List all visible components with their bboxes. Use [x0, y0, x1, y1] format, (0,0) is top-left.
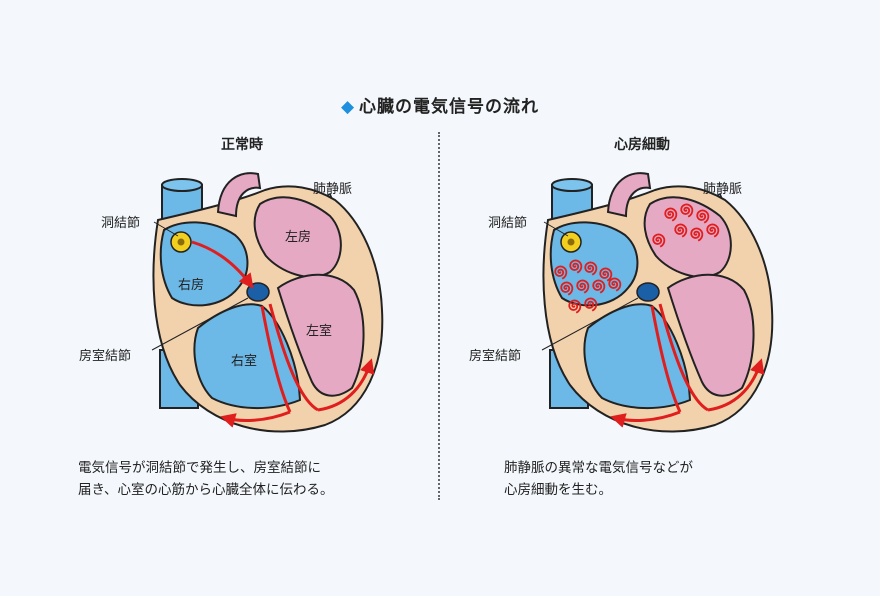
left-ventricle: [666, 273, 755, 397]
sa-node-center: [567, 238, 575, 246]
right-ventricle: [583, 303, 692, 409]
right-atrium-chaotic-signal: [599, 267, 613, 282]
left-atrium-chaotic-signal: [652, 233, 666, 248]
afib-heart-illustration: [541, 172, 774, 433]
left-atrium-chaotic-signal: [696, 209, 710, 224]
right-atrium-chaotic-signal: [584, 261, 598, 276]
panel-divider: [438, 132, 440, 500]
normal-av-node-label: 房室結節: [79, 349, 132, 364]
diamond-icon: ◆: [340, 97, 356, 117]
av-node-leader-line: [541, 297, 639, 351]
right-atrium-chaotic-signal: [584, 297, 598, 312]
right-ventricle: [193, 303, 302, 409]
diagram-title: ◆心臓の電気信号の流れ: [0, 92, 880, 117]
left-atrium-label: 左房: [285, 230, 312, 245]
left-ventricle-label: 左室: [306, 324, 333, 339]
left-atrium-chaotic-signal: [706, 223, 720, 238]
left-atrium: [253, 196, 342, 278]
left-atrium-chaotic-signal: [680, 203, 694, 218]
right-atrium-chaotic-signal: [569, 259, 583, 274]
afib-av-node-label: 房室結節: [469, 349, 522, 364]
right-atrium-chaotic-signal: [554, 265, 568, 280]
left-ventricle: [276, 273, 365, 397]
signal-arrow-left: [610, 410, 681, 428]
normal-sa-node-label: 洞結節: [101, 216, 141, 231]
normal-panel-heading: 正常時: [221, 137, 263, 153]
sa-node-center: [177, 238, 185, 246]
normal-caption-line-2: 届き、心室の心筋から心臓全体に伝わる。: [78, 482, 334, 498]
av-node: [636, 282, 660, 302]
left-bundle-fiber: [650, 305, 682, 413]
afib-caption: 肺静脈の異常な電気信号などが 心房細動を生む。: [504, 457, 693, 501]
signal-arrow-right: [317, 358, 375, 412]
afib-pulmonary-vein-label: 肺静脈: [703, 182, 743, 197]
right-atrium-label: 右房: [178, 278, 205, 293]
signal-arrow-right: [707, 358, 765, 412]
sa-to-av-signal-arrow: [191, 240, 254, 289]
right-atrium-chaotic-signal: [560, 281, 574, 296]
diagram-title-text: 心臓の電気信号の流れ: [359, 97, 540, 117]
afib-caption-line-2: 心房細動を生む。: [504, 482, 612, 498]
left-atrium-chaotic-signal: [664, 207, 678, 222]
av-node-leader-line: [151, 297, 249, 351]
signal-arrow-left: [220, 410, 291, 428]
right-atrium-chaotic-signal: [568, 299, 582, 314]
left-atrium-chaotic-signal: [690, 227, 704, 242]
aorta: [606, 172, 652, 218]
normal-pulmonary-vein-label: 肺静脈: [313, 182, 353, 197]
afib-sa-node-label: 洞結節: [488, 216, 528, 231]
sa-node-leader-line: [153, 221, 179, 237]
vena-cava-opening: [551, 178, 593, 192]
right-bundle-fiber: [268, 303, 319, 412]
normal-caption-line-1: 電気信号が洞結節で発生し、房室結節に: [78, 460, 321, 476]
aorta: [216, 172, 262, 218]
sa-node-leader-line: [543, 221, 569, 237]
right-ventricle-label: 右室: [231, 354, 258, 369]
normal-heart-illustration: [151, 172, 384, 433]
afib-caption-line-1: 肺静脈の異常な電気信号などが: [504, 460, 693, 476]
normal-caption: 電気信号が洞結節で発生し、房室結節に 届き、心室の心筋から心臓全体に伝わる。: [78, 457, 334, 501]
left-bundle-fiber: [260, 305, 292, 413]
av-node: [246, 282, 270, 302]
right-atrium-chaotic-signal: [576, 279, 590, 294]
right-atrium-chaotic-signal: [592, 279, 606, 294]
vena-cava-opening: [161, 178, 203, 192]
right-bundle-fiber: [658, 303, 709, 412]
right-atrium-chaotic-signal: [608, 277, 622, 292]
left-atrium-chaotic-signal: [674, 223, 688, 238]
afib-panel-heading: 心房細動: [614, 137, 670, 153]
